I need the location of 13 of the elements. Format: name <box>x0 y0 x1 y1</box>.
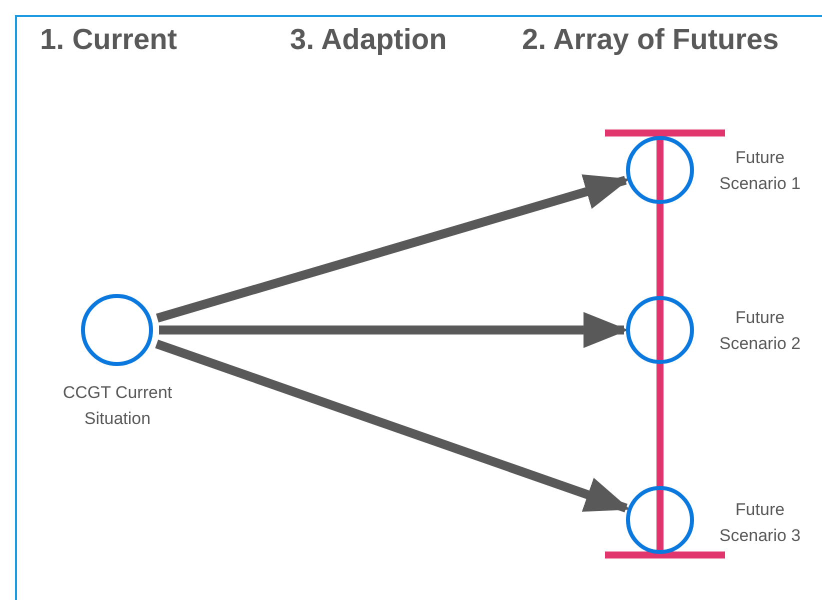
circle-node <box>626 486 694 554</box>
heading: 1. Current <box>40 24 177 57</box>
circle-node <box>626 296 694 364</box>
heading: 2. Array of Futures <box>522 24 779 57</box>
node-caption: Future Scenario 1 <box>718 147 802 195</box>
node-caption: Future Scenario 2 <box>718 307 802 355</box>
node-caption: Future Scenario 3 <box>718 499 802 547</box>
circle-node <box>626 136 694 204</box>
circle-node <box>81 294 153 366</box>
arrow <box>159 312 628 348</box>
heading: 3. Adaption <box>290 24 447 57</box>
arrow <box>155 340 630 512</box>
node-caption: CCGT Current Situation <box>62 382 174 430</box>
